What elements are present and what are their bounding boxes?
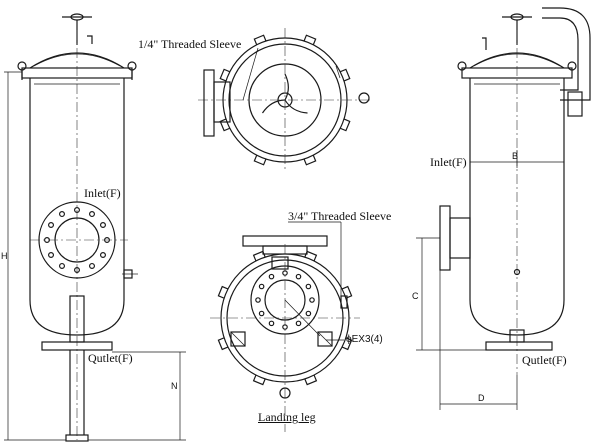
label-landing-leg: Landing leg xyxy=(258,410,316,424)
bottom-plan-leg-pad-right xyxy=(317,331,333,347)
top-plan-inlet-flange xyxy=(203,69,215,137)
front-inlet-bolt-hole xyxy=(58,262,65,269)
label-inlet-front: Inlet(F) xyxy=(84,186,121,200)
bottom-plan-leg-pad-left xyxy=(230,331,246,347)
front-inlet-bolt-hole xyxy=(58,211,65,218)
bottom-plan-bolt-hole xyxy=(268,320,275,327)
dimension-c: C xyxy=(412,291,419,301)
bottom-plan-drain xyxy=(279,387,291,399)
dimension-n: N xyxy=(171,381,178,391)
side-outlet-flange xyxy=(485,341,553,351)
side-vent-pipe-outer xyxy=(542,17,579,91)
side-eyebolt-left xyxy=(457,61,467,71)
top-plan-handwheel-spokes xyxy=(261,73,308,114)
side-bottom-head xyxy=(469,299,565,336)
front-inlet-bolt-hole xyxy=(99,222,106,229)
front-inlet-bolt-hole xyxy=(48,252,55,259)
label-quarter-threaded-sleeve: 1/4" Threaded Sleeve xyxy=(138,37,242,51)
side-eyebolt-right xyxy=(567,61,577,71)
bottom-plan-bolt-hole xyxy=(295,273,302,280)
bottom-plan-leg-pad-top xyxy=(271,256,289,270)
front-inlet-bolt-hole xyxy=(48,222,55,229)
label-inlet-side: Inlet(F) xyxy=(430,155,467,169)
front-inlet-bolt-hole xyxy=(73,267,80,274)
side-vent-pipe-outer2 xyxy=(542,7,591,101)
front-outlet-neck xyxy=(69,295,85,343)
side-elevation-view xyxy=(416,7,591,410)
bottom-plan-bolt-hole xyxy=(305,283,312,290)
label-outlet-side: Qutlet(F) xyxy=(522,353,567,367)
bottom-plan-leg-pad-right-hatch xyxy=(317,331,333,347)
label-three-quarter-threaded-sleeve: 3/4" Threaded Sleeve xyxy=(288,209,392,223)
bottom-plan-radius-line xyxy=(284,299,321,337)
front-inlet-bolt-hole xyxy=(99,252,106,259)
dimension-b: B xyxy=(512,151,519,161)
top-plan-sleeve-detail xyxy=(335,65,341,79)
top-plan-vent-nozzle xyxy=(358,92,370,104)
bottom-plan-bolt-hole xyxy=(305,310,312,317)
top-plan-inlet-neck xyxy=(213,81,231,123)
bottom-plan-bolt-hole xyxy=(268,273,275,280)
label-anchor-holes: ϕEX3(4) xyxy=(346,334,383,345)
top-plan-spoke xyxy=(261,99,286,114)
bottom-plan-bolt-hole xyxy=(255,297,261,303)
top-plan-spoke xyxy=(284,99,308,114)
front-bottom-head xyxy=(29,299,125,336)
dimension-d: D xyxy=(478,393,485,403)
front-inlet-bolt-hole xyxy=(88,211,95,218)
bottom-plan-bolt-hole xyxy=(295,320,302,327)
top-plan-sleeve-leader xyxy=(242,47,259,101)
front-inlet-bolt-hole xyxy=(73,207,80,214)
side-top-clip xyxy=(482,37,487,50)
bottom-plan-bolt-hole xyxy=(258,283,265,290)
front-leg-foot xyxy=(65,434,89,442)
dimension-h: H xyxy=(1,251,8,261)
side-small-port xyxy=(513,268,521,276)
bottom-plan-bolt-hole xyxy=(309,297,315,303)
front-top-clip xyxy=(87,35,93,44)
front-elevation-view xyxy=(4,13,186,442)
top-plan-spoke xyxy=(284,73,289,101)
label-outlet-front: Qutlet(F) xyxy=(88,351,133,365)
side-outlet-neck xyxy=(509,329,525,343)
side-inlet-neck xyxy=(449,217,471,259)
bottom-plan-bolt-hole xyxy=(258,310,265,317)
front-inlet-bolt-hole xyxy=(88,262,95,269)
bottom-plan-leg-pad-left-hatch xyxy=(230,331,246,347)
side-inlet-flange xyxy=(439,205,451,271)
bottom-plan-view xyxy=(210,221,360,432)
side-vent-pipe-flange xyxy=(567,91,583,117)
top-plan-view xyxy=(198,28,372,172)
